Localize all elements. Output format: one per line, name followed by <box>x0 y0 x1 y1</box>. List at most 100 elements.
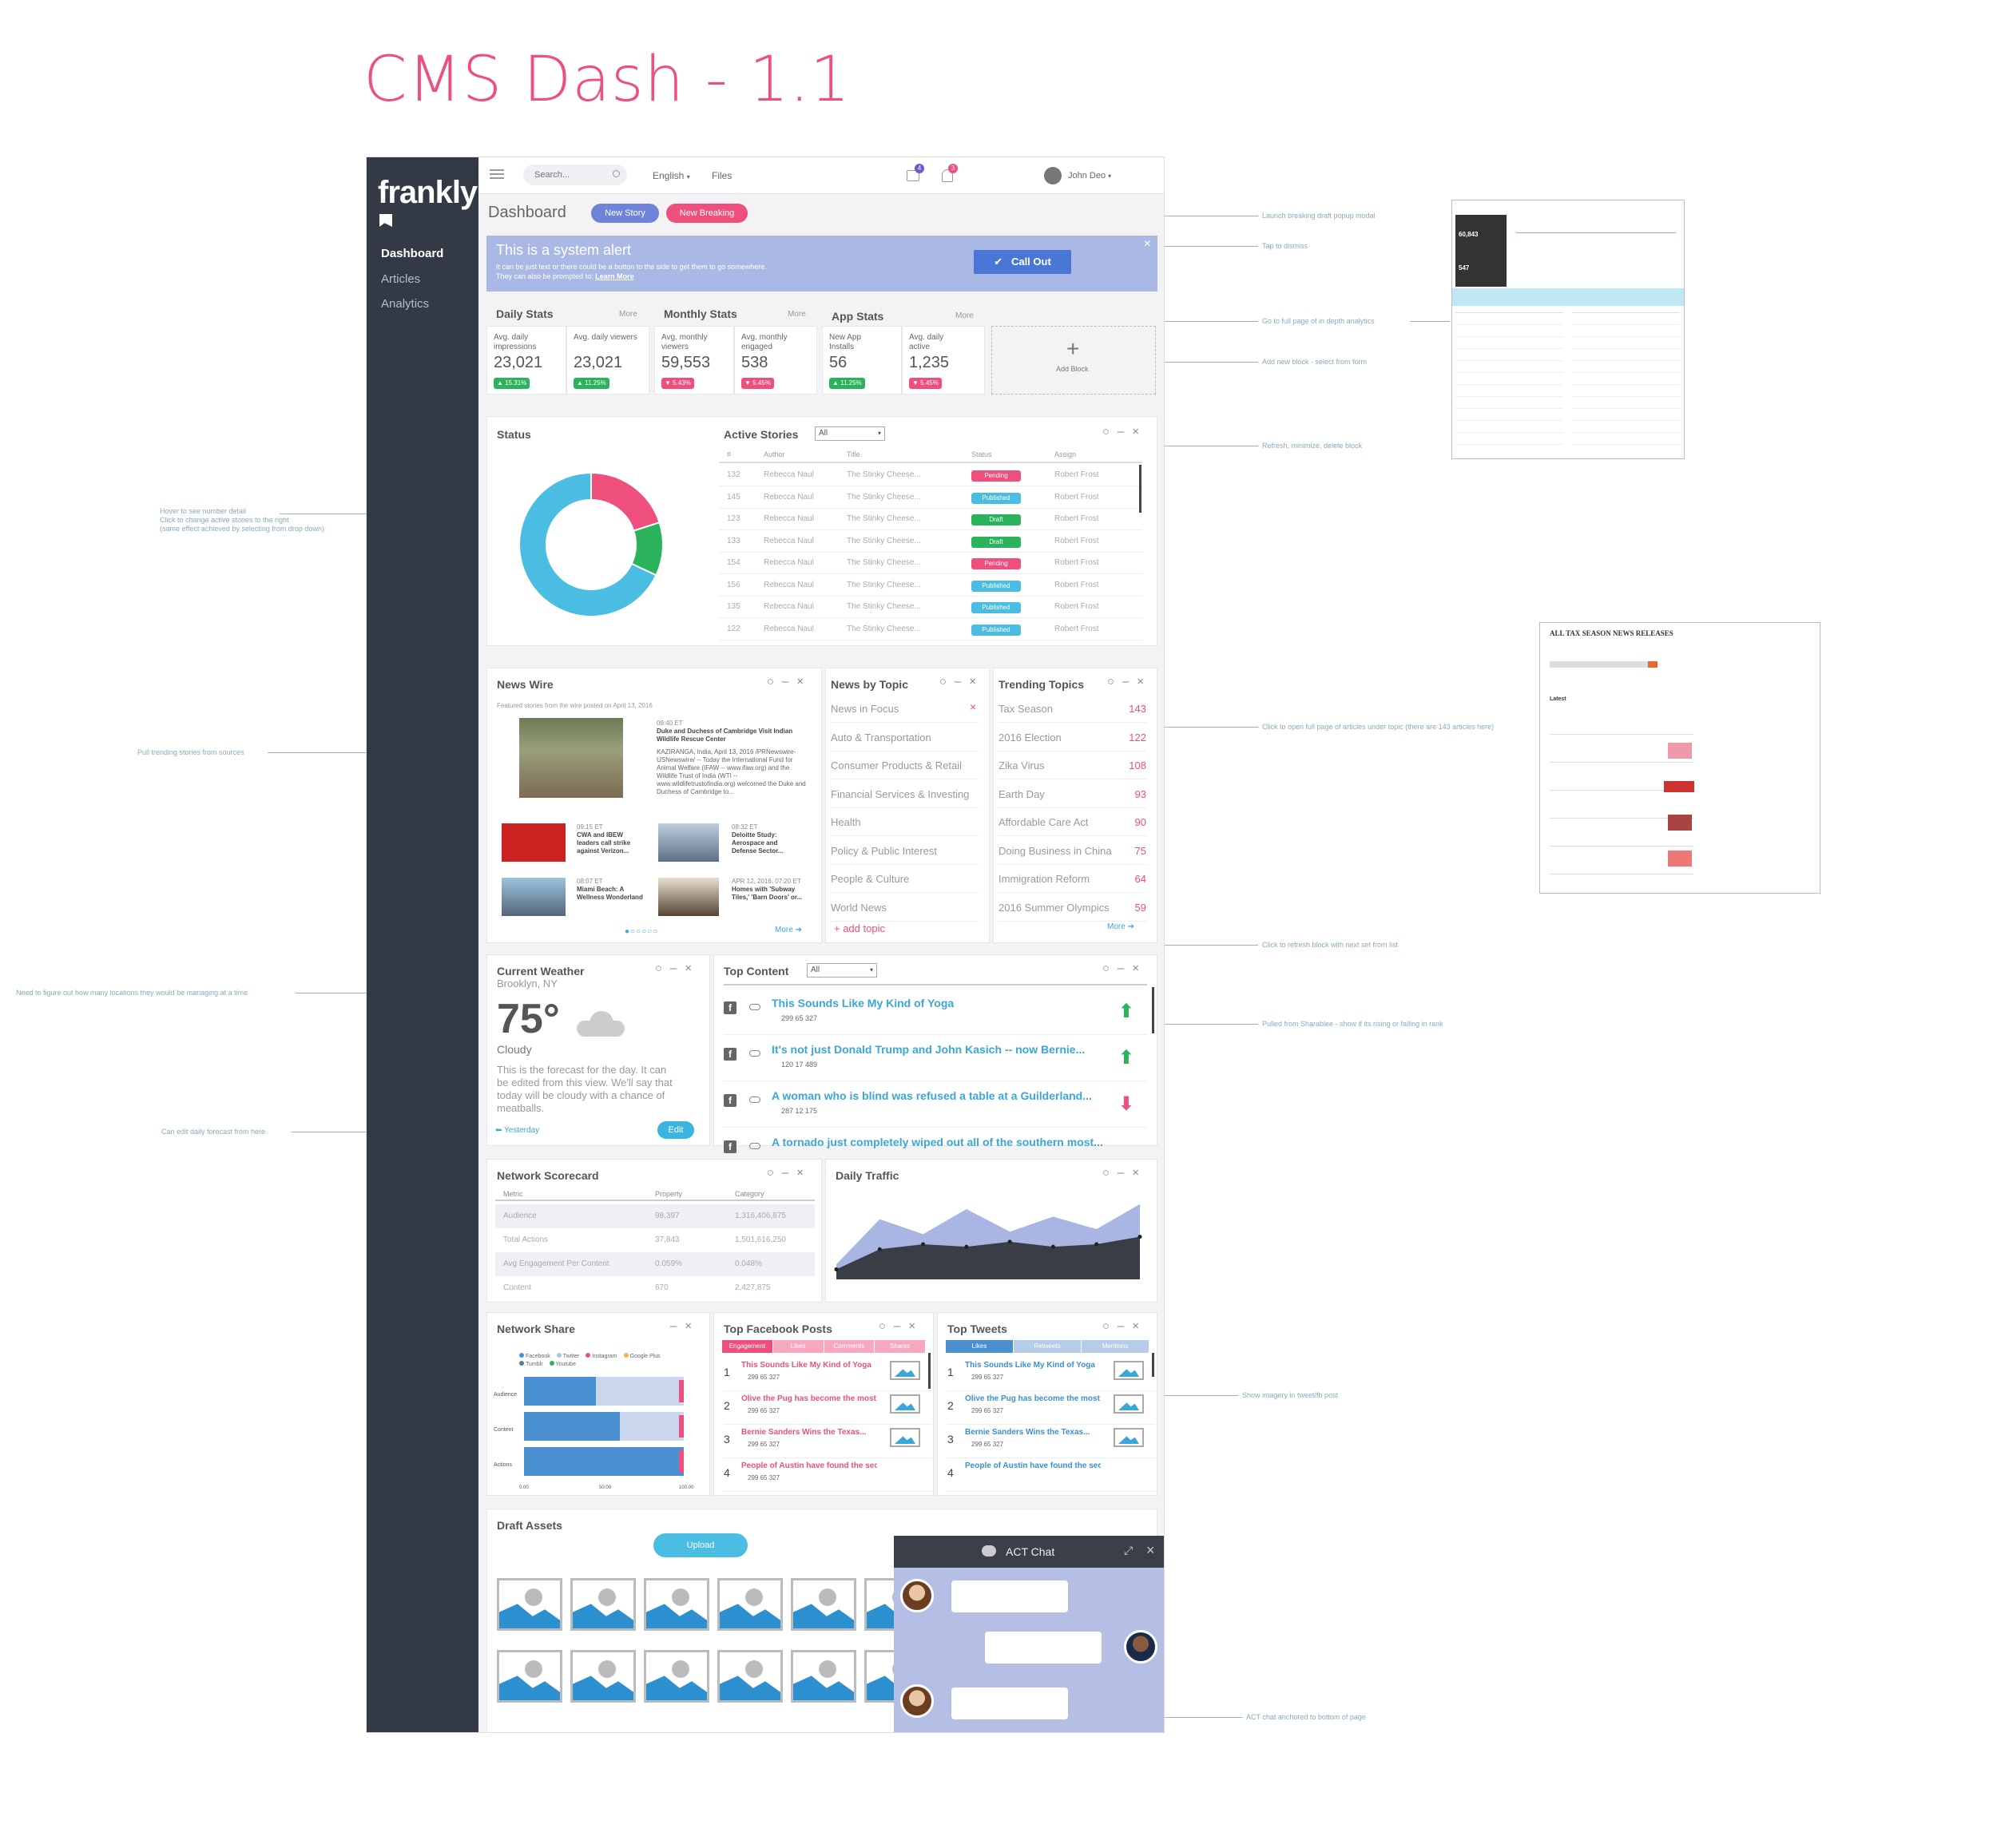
hamburger-menu-icon[interactable] <box>490 169 504 179</box>
bell-icon[interactable] <box>942 169 953 182</box>
refresh-icon[interactable]: ○ <box>878 1319 894 1333</box>
files-link[interactable]: Files <box>712 170 732 181</box>
list-title[interactable]: Bernie Sanders Wins the Texas... <box>741 1428 867 1437</box>
block-controls[interactable]: ○–× <box>1102 1319 1147 1333</box>
topic-item[interactable]: World News <box>831 894 979 922</box>
frankly-logo[interactable]: frankly <box>378 175 478 247</box>
list-title[interactable]: People of Austin have found the secret t… <box>965 1461 1101 1470</box>
trending-more-link[interactable]: More ➔ <box>1107 922 1134 931</box>
analytics-page-preview[interactable]: 60,843 547 <box>1451 200 1685 459</box>
stat-monthly-engaged[interactable]: Avg. monthly engaged 538 ▼ 5.45% <box>734 326 817 395</box>
draft-asset-image[interactable] <box>791 1578 856 1631</box>
close-icon[interactable]: × <box>1132 1319 1147 1333</box>
refresh-icon[interactable]: ○ <box>1102 425 1118 438</box>
close-icon[interactable]: × <box>796 675 812 688</box>
block-controls[interactable]: ○–× <box>1102 425 1147 438</box>
draft-asset-image[interactable] <box>497 1650 562 1703</box>
minimize-icon[interactable]: – <box>781 1166 797 1180</box>
learn-more-link[interactable]: Learn More <box>595 272 634 280</box>
bar-facebook[interactable] <box>524 1447 684 1476</box>
block-controls[interactable]: ○–× <box>1102 962 1147 975</box>
add-block-button[interactable]: + Add Block <box>991 326 1156 395</box>
traffic-point[interactable] <box>1007 1239 1012 1244</box>
top-content-title[interactable]: It's not just Donald Trump and John Kasi… <box>772 1043 1086 1056</box>
close-icon[interactable]: × <box>1132 1166 1147 1180</box>
traffic-point[interactable] <box>877 1247 882 1251</box>
mail-icon[interactable] <box>907 170 919 181</box>
refresh-icon[interactable]: ○ <box>766 675 782 688</box>
minimize-icon[interactable]: – <box>954 675 970 688</box>
list-title[interactable]: This Sounds Like My Kind of Yoga <box>965 1361 1095 1370</box>
stat-daily-impressions[interactable]: Avg. daily impressions 23,021 ▲ 15.31% <box>486 326 566 395</box>
traffic-point[interactable] <box>964 1244 969 1249</box>
tax-season-page-preview[interactable]: ALL TAX SEASON NEWS RELEASES Latest <box>1539 622 1820 894</box>
close-icon[interactable]: × <box>685 962 700 975</box>
featured-headline[interactable]: Duke and Duchess of Cambridge Visit Indi… <box>657 728 793 743</box>
block-controls[interactable]: ○–× <box>767 1166 812 1180</box>
draft-asset-image[interactable] <box>570 1650 636 1703</box>
close-icon[interactable]: × <box>908 1319 923 1333</box>
new-breaking-button[interactable]: New Breaking <box>666 204 748 223</box>
draft-asset-image[interactable] <box>497 1578 562 1631</box>
monthly-stats-more-link[interactable]: More <box>788 310 806 319</box>
minimize-icon[interactable]: – <box>781 675 797 688</box>
bar-instagram[interactable] <box>679 1380 684 1402</box>
topic-item[interactable]: Financial Services & Investing <box>831 781 979 808</box>
topic-item[interactable]: Policy & Public Interest <box>831 838 979 865</box>
draft-asset-image[interactable] <box>717 1650 783 1703</box>
news-thumb-verizon[interactable] <box>502 823 566 862</box>
close-icon[interactable]: × <box>685 1319 700 1333</box>
bar-instagram[interactable] <box>679 1450 684 1473</box>
topic-item[interactable]: Health <box>831 809 979 836</box>
fb-tab[interactable]: Engagement <box>722 1340 772 1353</box>
tweet-tab[interactable]: Mentions <box>1082 1340 1149 1353</box>
fb-tab[interactable]: Likes <box>772 1340 824 1353</box>
traffic-point[interactable] <box>1137 1235 1142 1239</box>
news-headline[interactable]: Deloitte Study: Aerospace and Defense Se… <box>732 831 784 855</box>
daily-stats-more-link[interactable]: More <box>619 310 637 319</box>
news-headline[interactable]: Miami Beach: A Wellness Wonderland <box>577 886 643 901</box>
traffic-point[interactable] <box>1050 1244 1055 1249</box>
block-controls[interactable]: ○–× <box>767 675 812 688</box>
bar-facebook[interactable] <box>524 1412 620 1441</box>
scrollbar[interactable] <box>1152 1353 1154 1377</box>
traffic-point[interactable] <box>1094 1242 1099 1247</box>
fb-tab[interactable]: Shares <box>875 1340 925 1353</box>
minimize-icon[interactable]: – <box>1117 1319 1133 1333</box>
refresh-icon[interactable]: ○ <box>1102 1319 1118 1333</box>
yesterday-link[interactable]: ⬅ Yesterday <box>495 1126 539 1135</box>
minimize-icon[interactable]: – <box>669 1319 685 1333</box>
add-topic-button[interactable]: + add topic <box>834 922 885 934</box>
minimize-icon[interactable]: – <box>669 962 685 975</box>
featured-story-image[interactable] <box>519 718 623 798</box>
donut-slice[interactable] <box>518 471 657 617</box>
search-icon[interactable] <box>613 170 620 177</box>
minimize-icon[interactable]: – <box>1117 962 1133 975</box>
minimize-icon[interactable]: – <box>1117 1166 1133 1180</box>
list-title[interactable]: People of Austin have found the secret t… <box>741 1461 877 1470</box>
refresh-icon[interactable]: ○ <box>766 1166 782 1180</box>
daily-traffic-chart[interactable] <box>832 1192 1152 1295</box>
list-title[interactable]: Olive the Pug has become the most famous… <box>965 1394 1101 1403</box>
close-icon[interactable]: × <box>969 675 984 688</box>
news-thumb-homes[interactable] <box>658 878 719 916</box>
sidebar-item-articles[interactable]: Articles <box>381 272 421 286</box>
list-title[interactable]: This Sounds Like My Kind of Yoga <box>741 1361 871 1370</box>
stat-monthly-viewers[interactable]: Avg. monthly viewers 59,553 ▼ 5.43% <box>654 326 734 395</box>
